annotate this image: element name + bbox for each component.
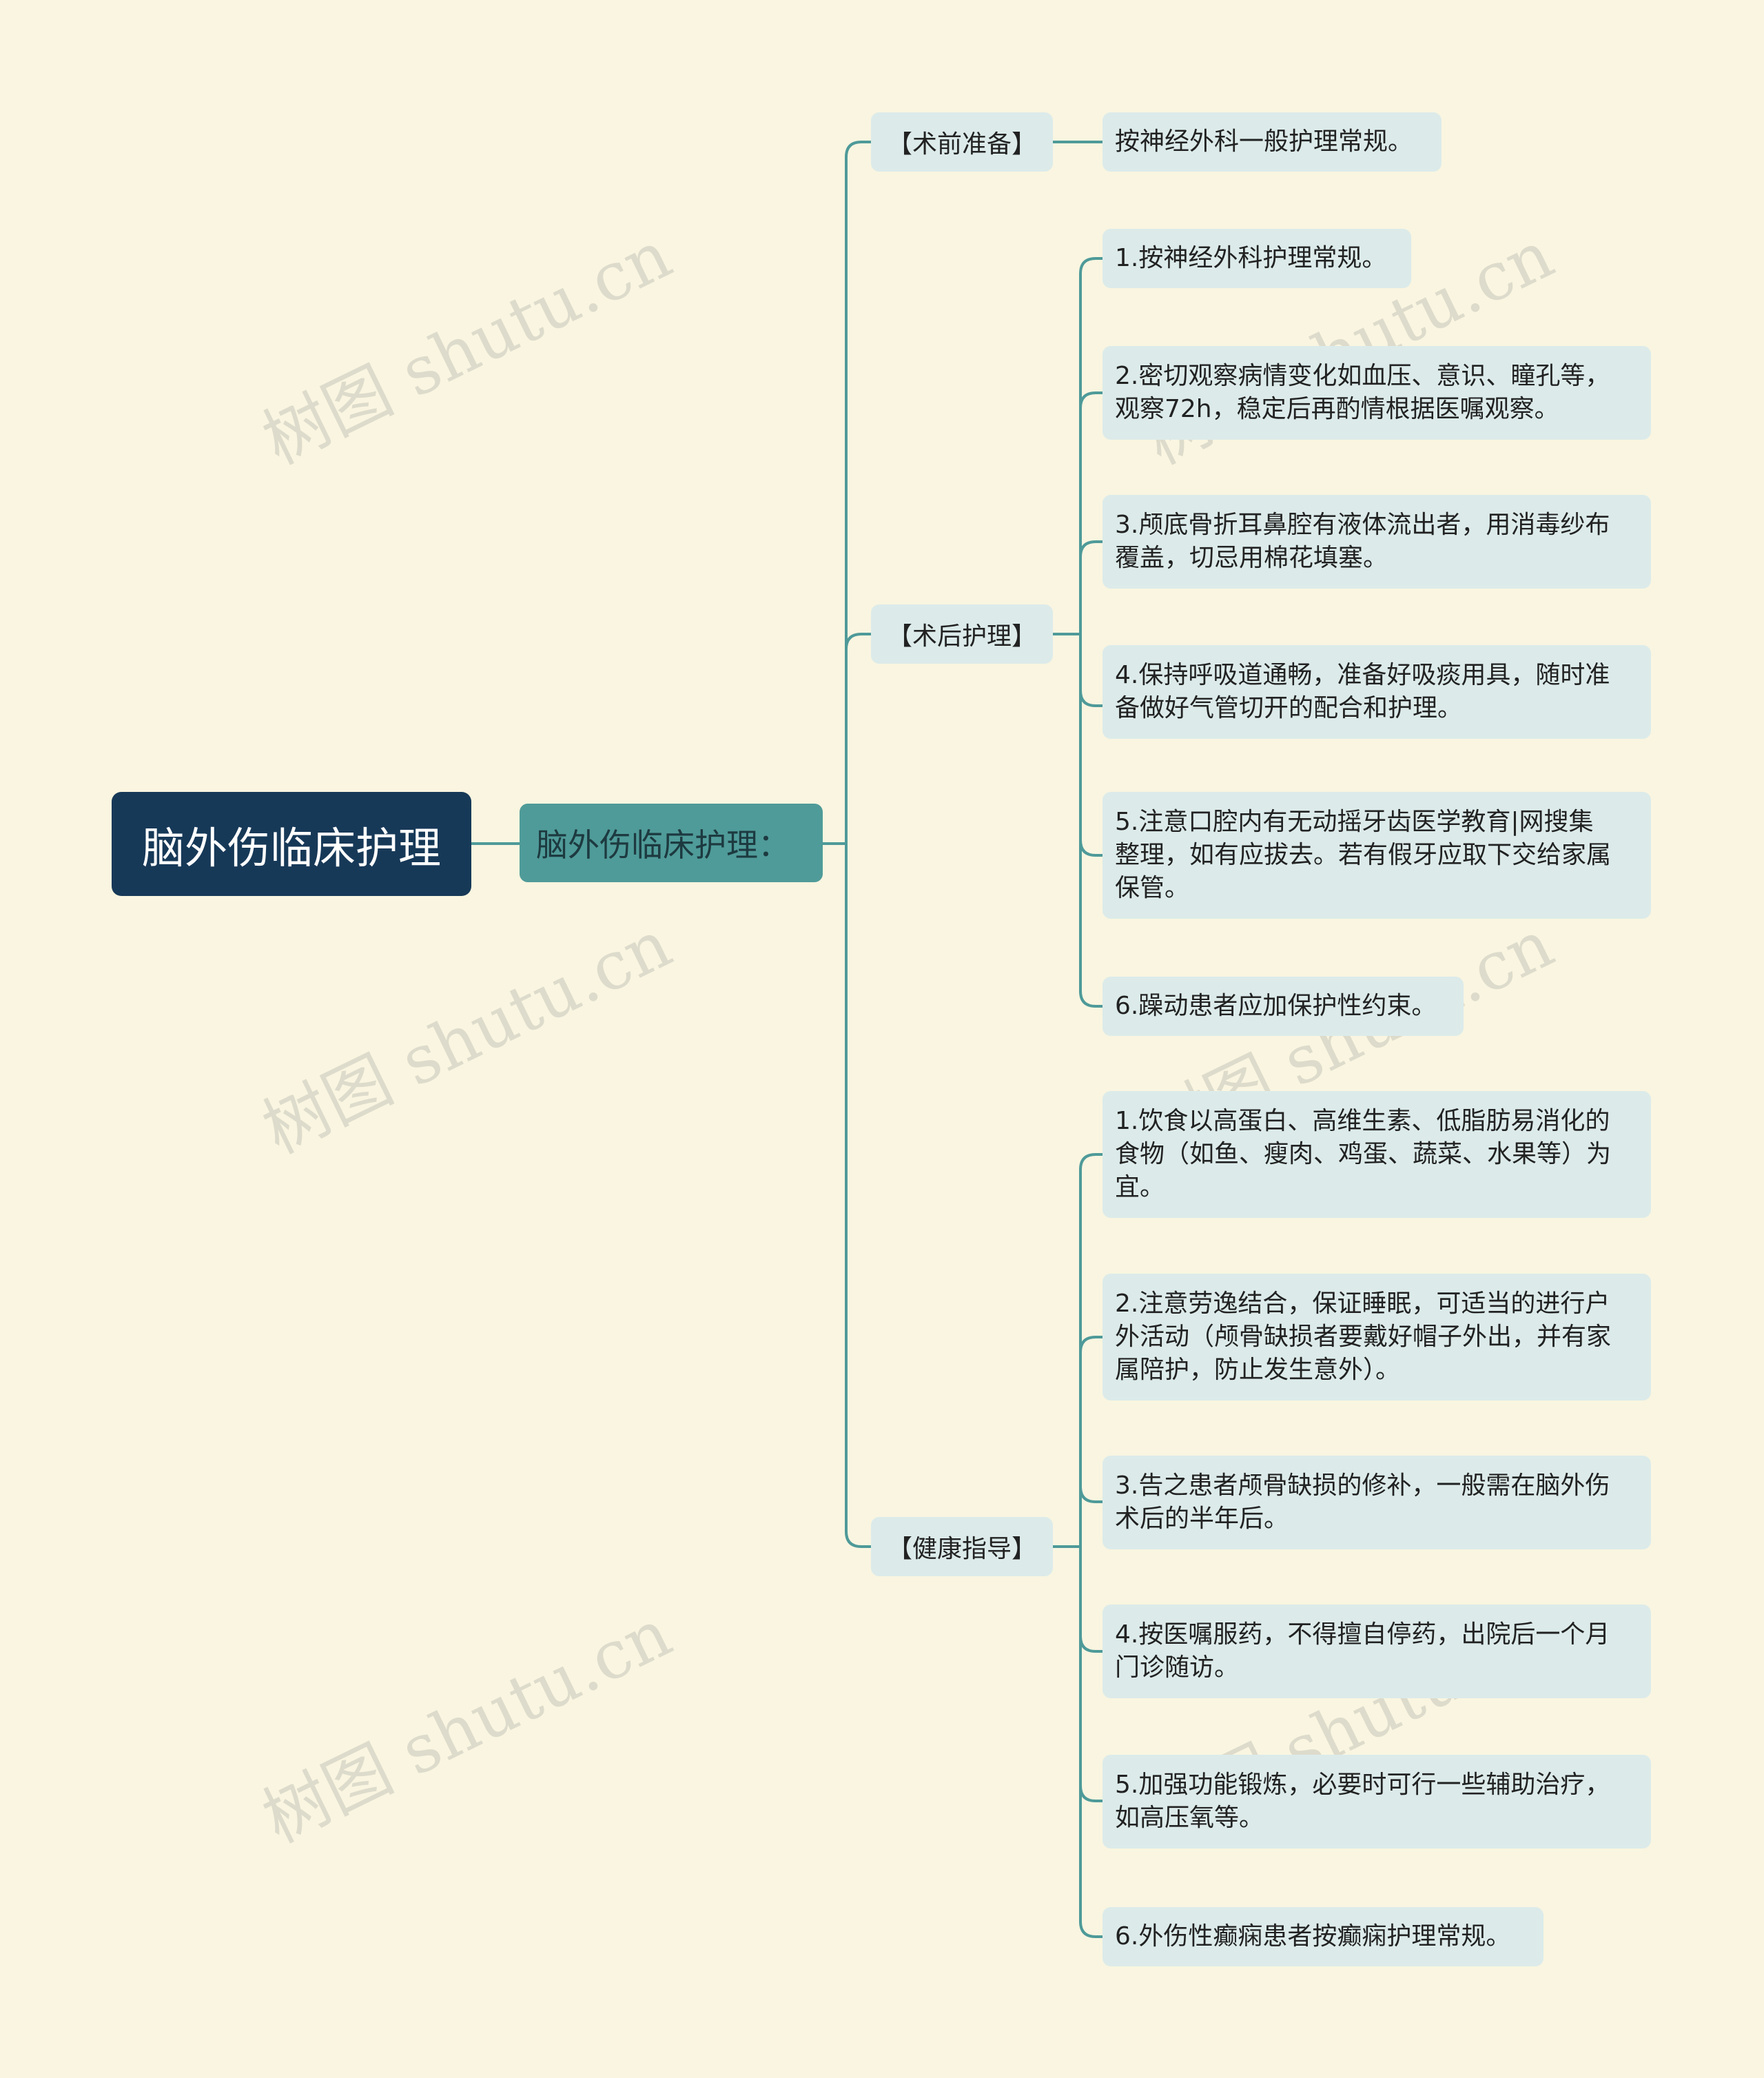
main-topic-node[interactable]: 脑外伤临床护理： — [520, 804, 823, 882]
root-node[interactable]: 脑外伤临床护理 — [112, 792, 471, 896]
leaf-postop-6[interactable]: 6.躁动患者应加保护性约束。 — [1102, 977, 1464, 1036]
connector-health-leaf-2 — [1079, 1336, 1102, 1547]
connector-postop-leaf-3 — [1079, 540, 1102, 634]
connector-postop-leaf-5 — [1079, 634, 1102, 857]
connector-postop-leaf-4 — [1079, 634, 1102, 707]
leaf-text: 6.躁动患者应加保护性约束。 — [1115, 992, 1437, 1020]
connector-cat-postop — [845, 633, 871, 844]
connector-cat-health — [845, 844, 871, 1548]
leaf-health-6[interactable]: 6.外伤性癫痫患者按癫痫护理常规。 — [1102, 1907, 1544, 1966]
connector-health-leaf-5 — [1079, 1547, 1102, 1802]
leaf-text: 4.按医嘱服药，不得擅自停药，出院后一个月 门诊随访。 — [1115, 1620, 1610, 1682]
connector-health-leaf-3 — [1079, 1486, 1102, 1547]
connector-health-leaf-6 — [1079, 1547, 1102, 1938]
connector-health-leaf-4 — [1079, 1547, 1102, 1653]
leaf-text: 6.外伤性癫痫患者按癫痫护理常规。 — [1115, 1922, 1511, 1950]
leaf-postop-2[interactable]: 2.密切观察病情变化如血压、意识、瞳孔等， 观察72h，稳定后再酌情根据医嘱观察… — [1102, 346, 1651, 440]
leaf-text: 3.告之患者颅骨缺损的修补，一般需在脑外伤 术后的半年后。 — [1115, 1471, 1610, 1533]
connector-postop-leaf-1 — [1079, 257, 1102, 634]
connector-cat-preop — [845, 141, 871, 844]
category-health[interactable]: 【健康指导】 — [871, 1517, 1053, 1576]
leaf-postop-4[interactable]: 4.保持呼吸道通畅，准备好吸痰用具，随时准 备做好气管切开的配合和护理。 — [1102, 645, 1651, 739]
connector-postop-leaf-6 — [1079, 634, 1102, 1008]
leaf-text: 1.按神经外科护理常规。 — [1115, 244, 1387, 272]
leaf-health-4[interactable]: 4.按医嘱服药，不得擅自停药，出院后一个月 门诊随访。 — [1102, 1605, 1651, 1698]
leaf-postop-3[interactable]: 3.颅底骨折耳鼻腔有液体流出者，用消毒纱布 覆盖，切忌用棉花填塞。 — [1102, 495, 1651, 589]
leaf-postop-5[interactable]: 5.注意口腔内有无动摇牙齿医学教育|网搜集 整理，如有应拔去。若有假牙应取下交给… — [1102, 792, 1651, 919]
leaf-text: 1.饮食以高蛋白、高维生素、低脂肪易消化的 食物（如鱼、瘦肉、鸡蛋、蔬菜、水果等… — [1115, 1107, 1612, 1201]
connector-health-leaf-1 — [1079, 1153, 1102, 1547]
leaf-text: 4.保持呼吸道通畅，准备好吸痰用具，随时准 备做好气管切开的配合和护理。 — [1115, 661, 1610, 722]
leaf-text: 3.颅底骨折耳鼻腔有液体流出者，用消毒纱布 覆盖，切忌用棉花填塞。 — [1115, 511, 1610, 572]
leaf-text: 5.注意口腔内有无动摇牙齿医学教育|网搜集 整理，如有应拔去。若有假牙应取下交给… — [1115, 808, 1612, 902]
leaf-health-5[interactable]: 5.加强功能锻炼，必要时可行一些辅助治疗， 如高压氧等。 — [1102, 1755, 1651, 1848]
leaf-text: 2.密切观察病情变化如血压、意识、瞳孔等， 观察72h，稳定后再酌情根据医嘱观察… — [1115, 362, 1610, 423]
leaf-text: 按神经外科一般护理常规。 — [1115, 128, 1413, 156]
leaf-health-3[interactable]: 3.告之患者颅骨缺损的修补，一般需在脑外伤 术后的半年后。 — [1102, 1456, 1651, 1549]
leaf-health-1[interactable]: 1.饮食以高蛋白、高维生素、低脂肪易消化的 食物（如鱼、瘦肉、鸡蛋、蔬菜、水果等… — [1102, 1091, 1651, 1218]
leaf-health-2[interactable]: 2.注意劳逸结合，保证睡眠，可适当的进行户 外活动（颅骨缺损者要戴好帽子外出，并… — [1102, 1274, 1651, 1400]
category-preop[interactable]: 【术前准备】 — [871, 112, 1053, 172]
leaf-postop-1[interactable]: 1.按神经外科护理常规。 — [1102, 229, 1411, 288]
leaf-preop-1[interactable]: 按神经外科一般护理常规。 — [1102, 112, 1442, 172]
category-postop[interactable]: 【术后护理】 — [871, 604, 1053, 664]
leaf-text: 2.注意劳逸结合，保证睡眠，可适当的进行户 外活动（颅骨缺损者要戴好帽子外出，并… — [1115, 1290, 1612, 1384]
leaf-text: 5.加强功能锻炼，必要时可行一些辅助治疗， 如高压氧等。 — [1115, 1771, 1610, 1832]
connector-postop-leaf-2 — [1079, 391, 1102, 634]
